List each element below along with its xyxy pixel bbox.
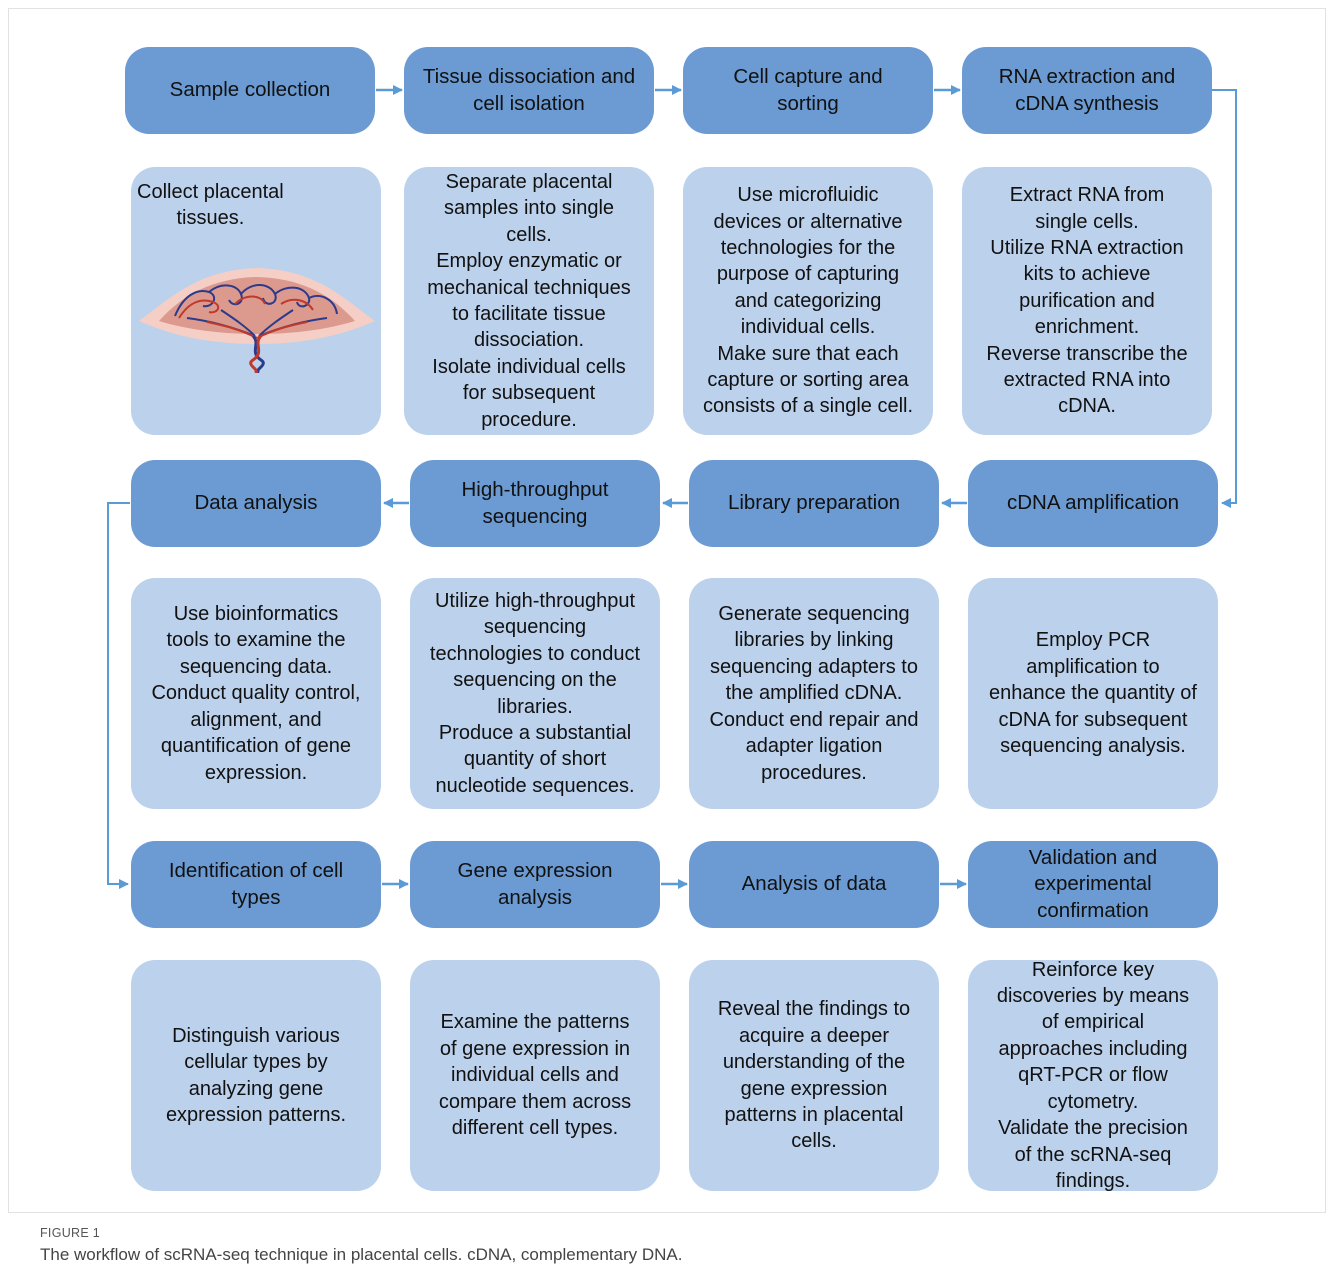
step-library-preparation: Library preparation bbox=[689, 460, 939, 547]
step-gene-expression-analysis: Gene expression analysis bbox=[410, 841, 660, 928]
step-data-analysis: Data analysis bbox=[131, 460, 381, 547]
placenta-icon bbox=[139, 267, 375, 373]
arrow-analysis-to-identification bbox=[107, 502, 130, 889]
desc-analysis-of-data: Reveal the findings to acquire a deeper … bbox=[689, 960, 939, 1191]
figure-label: FIGURE 1 bbox=[40, 1226, 101, 1240]
desc-identification-of-cell-types: Distinguish various cellular types by an… bbox=[131, 960, 381, 1191]
arrow-rna-to-amplification bbox=[1212, 89, 1237, 508]
desc-rna-extraction: Extract RNA from single cells. Utilize R… bbox=[962, 167, 1212, 435]
step-analysis-of-data: Analysis of data bbox=[689, 841, 939, 928]
step-sample-collection: Sample collection bbox=[125, 47, 375, 134]
step-rna-extraction: RNA extraction and cDNA synthesis bbox=[962, 47, 1212, 134]
step-cdna-amplification: cDNA amplification bbox=[968, 460, 1218, 547]
step-identification-of-cell-types: Identification of cell types bbox=[131, 841, 381, 928]
desc-library-preparation: Generate sequencing libraries by linking… bbox=[689, 578, 939, 809]
desc-validation: Reinforce key discoveries by means of em… bbox=[968, 959, 1218, 1192]
step-validation: Validation and experimental confirmation bbox=[968, 841, 1218, 928]
desc-high-throughput-sequencing: Utilize high-throughput sequencing techn… bbox=[410, 578, 660, 809]
desc-tissue-dissociation: Separate placental samples into single c… bbox=[404, 167, 654, 435]
desc-sample-collection: Collect placental tissues. bbox=[137, 181, 284, 230]
figure-caption: The workflow of scRNA-seq technique in p… bbox=[40, 1245, 683, 1264]
step-tissue-dissociation: Tissue dissociation and cell isolation bbox=[404, 47, 654, 134]
figure-frame bbox=[8, 8, 1326, 1213]
step-high-throughput-sequencing: High-throughput sequencing bbox=[410, 460, 660, 547]
desc-sample-collection-card: Collect placental tissues. bbox=[131, 167, 381, 435]
desc-cdna-amplification: Employ PCR amplification to enhance the … bbox=[968, 578, 1218, 809]
step-cell-capture: Cell capture and sorting bbox=[683, 47, 933, 134]
desc-data-analysis: Use bioinformatics tools to examine the … bbox=[131, 578, 381, 809]
desc-gene-expression-analysis: Examine the patterns of gene expression … bbox=[410, 960, 660, 1191]
desc-cell-capture: Use microfluidic devices or alternative … bbox=[683, 167, 933, 435]
